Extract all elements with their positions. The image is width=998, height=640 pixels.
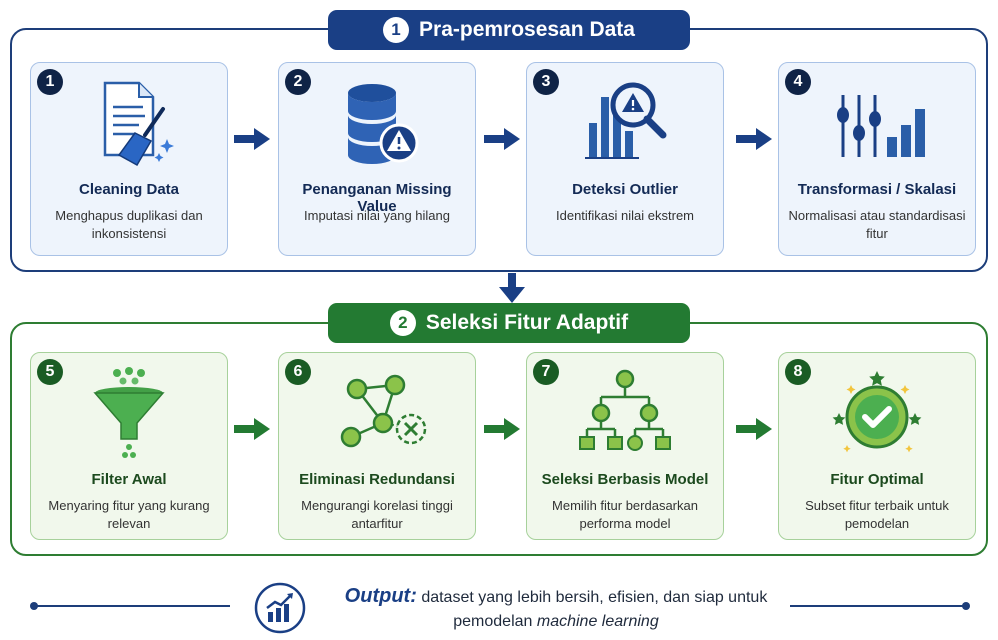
step-description: Subset fitur terbaik untuk pemodelan: [805, 498, 949, 531]
sliders-bars-icon: [779, 73, 975, 173]
step-card-filter: 5 Filter Awal Menyaring fitur yang kuran…: [30, 352, 228, 540]
output-label: Output:: [344, 585, 417, 607]
step-number-badge: 2: [285, 69, 311, 95]
step-description: Mengurangi korelasi tinggi antarfitur: [301, 498, 453, 531]
step-title: Transformasi / Skalasi: [797, 181, 957, 198]
stage-1-banner: 1 Pra-pemrosesan Data: [328, 10, 690, 50]
step-card-optimal: 8 Fitur Optimal Subset fitur terbaik unt…: [778, 352, 976, 540]
step-description: Menyaring fitur yang kurang relevan: [48, 498, 210, 531]
stage-1-number: 1: [383, 17, 410, 43]
step-number-badge: 8: [785, 359, 811, 385]
step-title: Seleksi Berbasis Model: [541, 471, 709, 488]
step-description: Memilih fitur berdasarkan performa model: [552, 498, 698, 531]
step-number-badge: 1: [37, 69, 63, 95]
check-badge-icon: [779, 363, 975, 463]
step-card-redundancy: 6 Eliminasi Redundansi Mengurangi korela…: [278, 352, 476, 540]
database-warning-icon: [279, 73, 475, 173]
step-title: Deteksi Outlier: [572, 181, 678, 198]
footer-divider-left: [34, 605, 230, 607]
step-description: Imputasi nilai yang hilang: [304, 208, 450, 223]
step-title: Eliminasi Redundansi: [299, 471, 455, 488]
arrow-down-icon: [499, 273, 525, 303]
step-card-cleaning-data: 1 Cleaning Data Menghapus duplikasi dan …: [30, 62, 228, 256]
arrow-right-icon: [484, 128, 520, 150]
step-card-model-selection: 7: [526, 352, 724, 540]
step-description: Identifikasi nilai ekstrem: [556, 208, 694, 223]
broom-document-icon: [31, 73, 227, 173]
step-card-outlier: 3 Deteksi Outlier Identifikasi nilai eks…: [526, 62, 724, 256]
funnel-icon: [31, 363, 227, 463]
output-statement: Output: dataset yang lebih bersih, efisi…: [336, 584, 776, 634]
arrow-right-icon: [736, 128, 772, 150]
step-title: Fitur Optimal: [830, 471, 924, 488]
tree-icon: [527, 363, 723, 463]
footer-dot: [962, 602, 970, 610]
arrow-right-icon: [484, 418, 520, 440]
step-number-badge: 7: [533, 359, 559, 385]
arrow-right-icon: [234, 128, 270, 150]
chart-magnifier-icon: [527, 73, 723, 173]
step-number-badge: 4: [785, 69, 811, 95]
output-text: dataset yang lebih bersih, efisien, dan …: [421, 589, 768, 630]
footer-divider-right: [790, 605, 964, 607]
step-number-badge: 3: [533, 69, 559, 95]
step-card-missing-value: 2 Penanganan Missing Value Imputasi nila…: [278, 62, 476, 256]
step-title: Penanganan Missing Value: [302, 181, 452, 215]
arrow-right-icon: [234, 418, 270, 440]
arrow-right-icon: [736, 418, 772, 440]
step-card-transform: 4 Transformasi / Skalasi Normalisasi ata…: [778, 62, 976, 256]
network-remove-icon: [279, 363, 475, 463]
output-text-emphasis: machine learning: [536, 613, 659, 630]
step-title: Cleaning Data: [78, 181, 180, 198]
step-description: Normalisasi atau standardisasi fitur: [788, 208, 966, 241]
stage-2-banner: 2 Seleksi Fitur Adaptif: [328, 303, 690, 343]
step-number-badge: 5: [37, 359, 63, 385]
stage-1-title: Pra-pemrosesan Data: [419, 18, 635, 41]
growth-chart-icon: [254, 582, 306, 634]
stage-2-number: 2: [389, 310, 416, 336]
stage-2-title: Seleksi Fitur Adaptif: [425, 311, 629, 334]
step-number-badge: 6: [285, 359, 311, 385]
step-title: Filter Awal: [91, 471, 167, 488]
step-description: Menghapus duplikasi dan inkonsistensi: [55, 208, 203, 241]
